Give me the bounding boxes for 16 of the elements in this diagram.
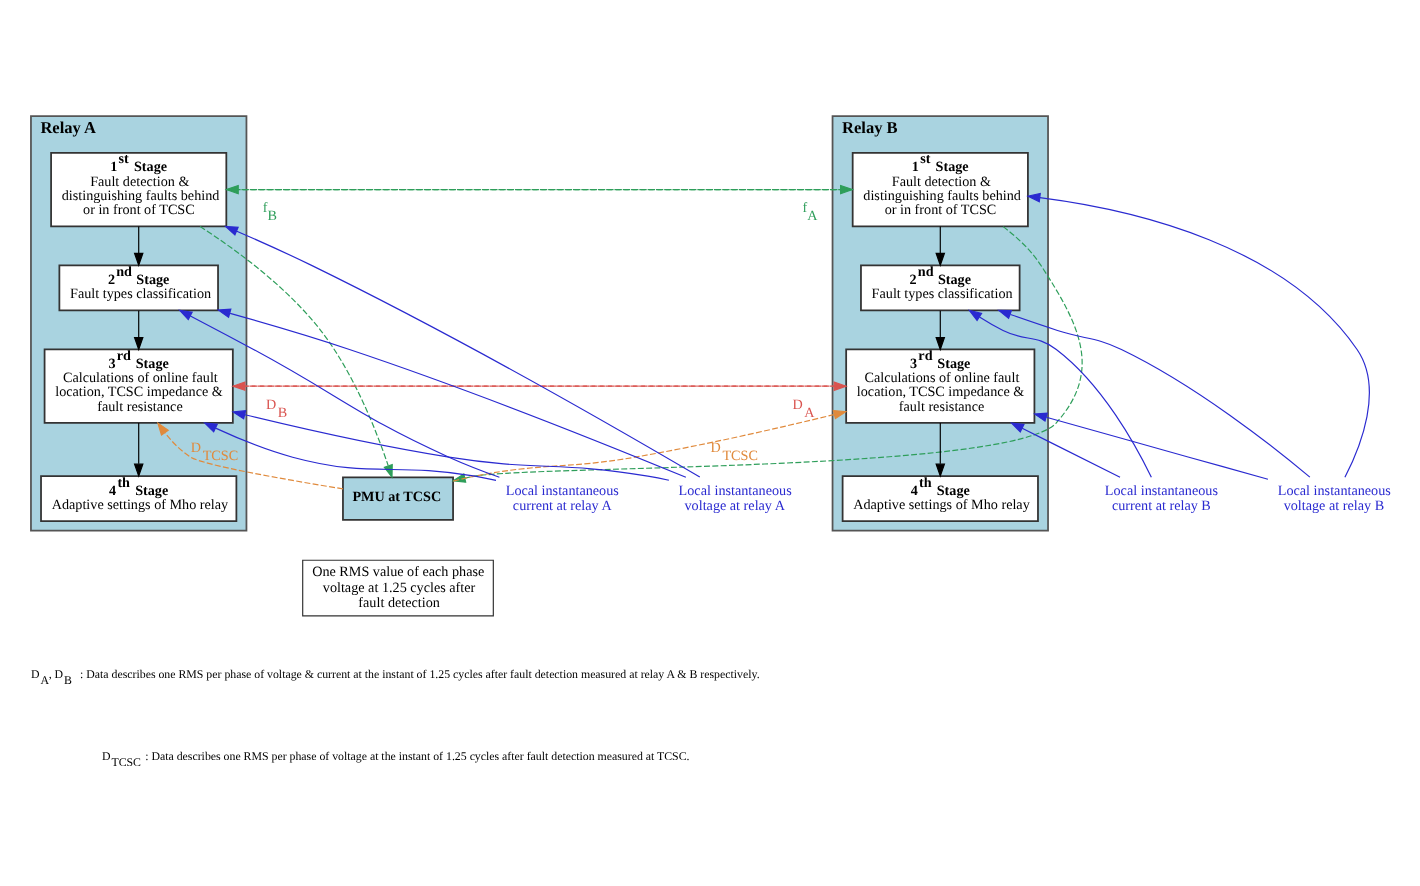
arrow [1009, 422, 1121, 478]
arrow [178, 309, 500, 478]
arrow [156, 421, 344, 490]
arrow [223, 225, 701, 478]
arrow [133, 225, 144, 267]
arrow [133, 422, 144, 478]
arrow [133, 310, 144, 352]
arrow [1033, 412, 1269, 480]
arrow [997, 309, 1311, 478]
arrow [935, 422, 946, 478]
arrow [199, 225, 393, 479]
arrow [967, 309, 1152, 478]
arrow [935, 310, 946, 352]
arrow [1026, 192, 1370, 478]
arrow [216, 308, 687, 478]
arrow [935, 225, 946, 267]
